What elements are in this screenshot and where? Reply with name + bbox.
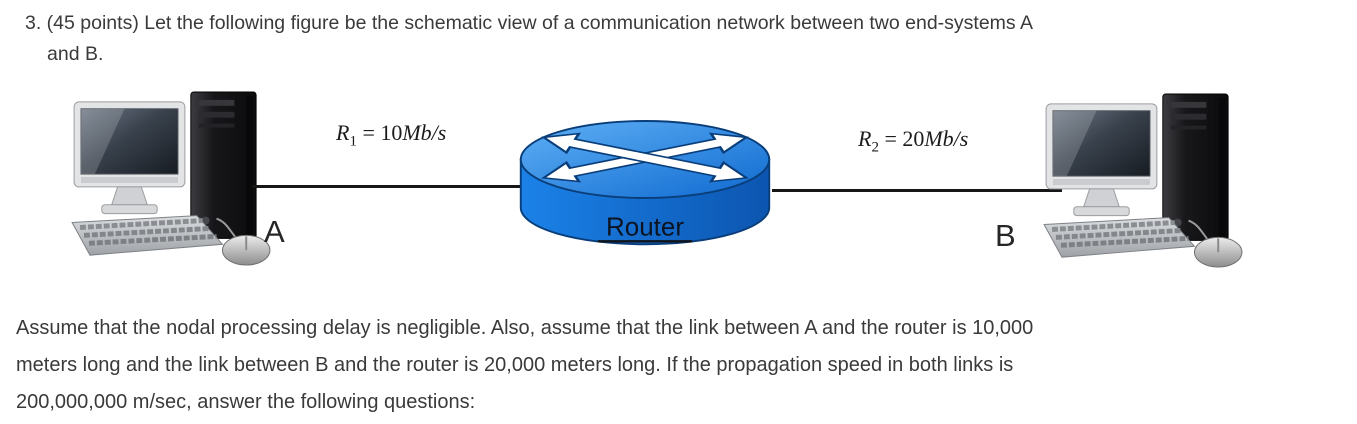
r1-equals: = xyxy=(356,120,381,145)
assumptions-paragraph: Assume that the nodal processing delay i… xyxy=(16,310,1033,421)
r1-symbol: R xyxy=(336,120,350,145)
router-arrows-2 xyxy=(540,132,750,183)
computer-b-icon xyxy=(1042,90,1250,273)
assumptions-line-1: Assume that the nodal processing delay i… xyxy=(16,317,1034,339)
question-paragraph: 3. (45 points) Let the following figure … xyxy=(25,8,1033,70)
question-line-2: and B. xyxy=(47,43,104,65)
router-label: Router xyxy=(606,212,684,242)
r2-subscript: 2 xyxy=(871,139,879,156)
r2-equals: = xyxy=(878,126,903,151)
node-b-label: B xyxy=(995,218,1016,253)
link1-rate-label: R1 = 10Mb/s xyxy=(336,120,446,150)
node-a-label: A xyxy=(264,214,285,249)
r2-value: 20 xyxy=(902,126,925,151)
computer-a-icon xyxy=(70,88,278,271)
r1-subscript: 1 xyxy=(349,133,357,150)
r2-unit: Mb/s xyxy=(924,126,969,151)
question-line-1: 3. (45 points) Let the following figure … xyxy=(25,12,1034,34)
link-a-to-router xyxy=(252,185,520,188)
r1-unit: Mb/s xyxy=(402,120,447,145)
assumptions-line-2: meters long and the link between B and t… xyxy=(16,354,1014,376)
router-icon: Router xyxy=(519,120,771,246)
link2-rate-label: R2 = 20Mb/s xyxy=(858,126,968,156)
assumptions-line-3: 200,000,000 m/sec, answer the following … xyxy=(16,391,476,413)
r1-value: 10 xyxy=(380,120,403,145)
r2-symbol: R xyxy=(858,126,872,151)
link-router-to-b xyxy=(772,189,1062,192)
